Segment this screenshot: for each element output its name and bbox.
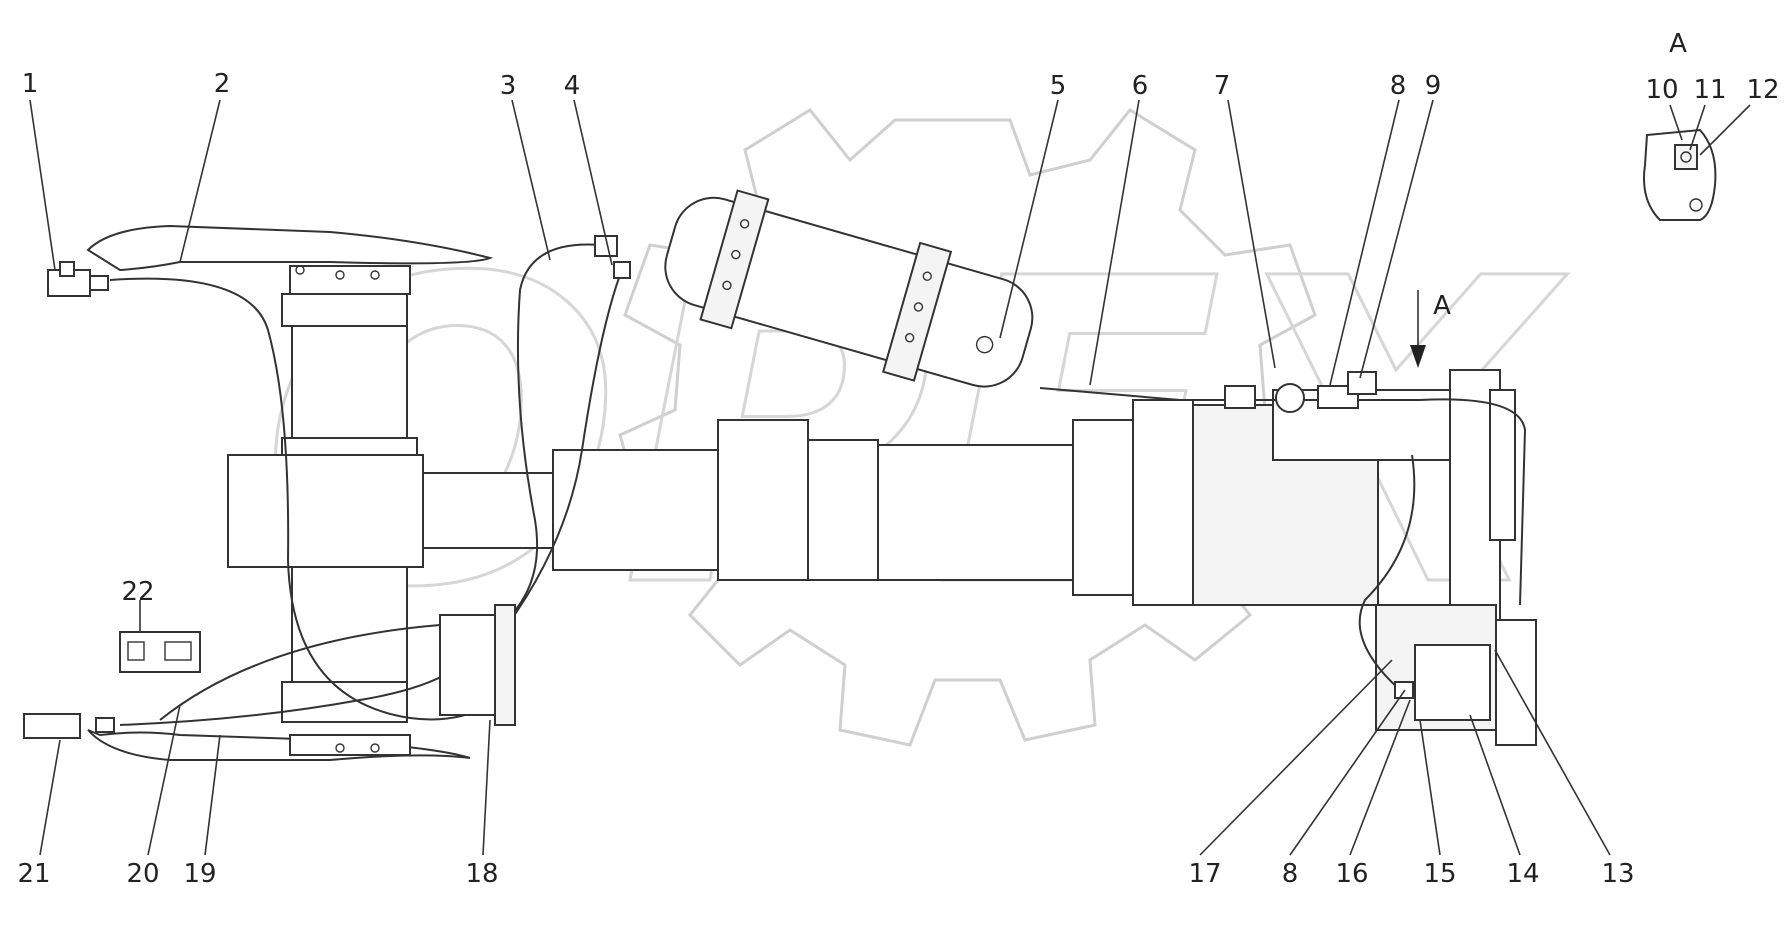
callout-5: 5 xyxy=(1050,71,1067,101)
callout-14: 14 xyxy=(1506,859,1539,889)
callout-8-top: 8 xyxy=(1390,71,1407,101)
callout-3: 3 xyxy=(500,71,517,101)
watermark-gear xyxy=(618,108,1322,747)
hoses xyxy=(109,243,1527,726)
callout-labels: A A 1 2 3 4 5 6 7 8 9 10 11 12 13 14 15 … xyxy=(17,29,1779,889)
part-22-block xyxy=(119,631,201,673)
detail-view-a xyxy=(1643,128,1717,221)
callout-6: 6 xyxy=(1132,71,1149,101)
callout-10: 10 xyxy=(1645,75,1678,105)
lower-bracket xyxy=(87,729,471,761)
air-receiver-tank xyxy=(664,189,1034,388)
arrow-label: A xyxy=(1433,291,1451,321)
callout-7: 7 xyxy=(1214,71,1231,101)
callout-11: 11 xyxy=(1693,75,1726,105)
callout-16: 16 xyxy=(1335,859,1368,889)
callout-9: 9 xyxy=(1425,71,1442,101)
view-arrow-a xyxy=(1410,290,1426,368)
callout-13: 13 xyxy=(1601,859,1634,889)
right-mount xyxy=(1272,369,1537,746)
callout-22: 22 xyxy=(121,577,154,607)
callout-8-bottom: 8 xyxy=(1282,859,1299,889)
view-label: A xyxy=(1669,29,1687,59)
callout-4: 4 xyxy=(564,71,581,101)
fittings xyxy=(23,235,1414,739)
callout-19: 19 xyxy=(183,859,216,889)
axle-crossbar xyxy=(227,454,424,568)
shaft-assembly xyxy=(422,399,1379,606)
callout-12: 12 xyxy=(1746,75,1779,105)
upper-bracket xyxy=(86,224,494,295)
valve-block-18 xyxy=(439,604,516,726)
callout-15: 15 xyxy=(1423,859,1456,889)
callout-20: 20 xyxy=(126,859,159,889)
callout-17: 17 xyxy=(1188,859,1221,889)
callout-21: 21 xyxy=(17,859,50,889)
callout-18: 18 xyxy=(465,859,498,889)
leader-lines xyxy=(29,99,1751,856)
callout-1: 1 xyxy=(22,69,39,99)
callout-2: 2 xyxy=(214,69,231,99)
